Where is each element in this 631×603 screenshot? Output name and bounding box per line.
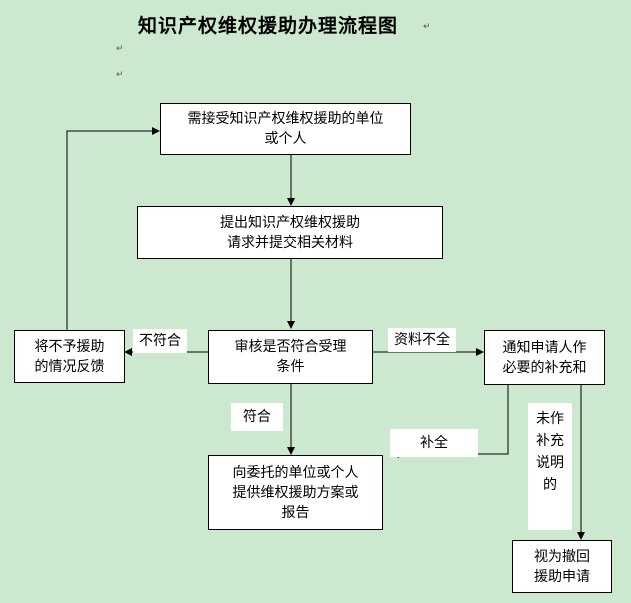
box-reject-feedback: 将不予援助 的情况反馈 <box>14 330 125 383</box>
box-submit-request: 提出知识产权维权援助 请求并提交相关材料 <box>137 206 443 259</box>
label-not-explained: 未作 补充 说明 的 <box>528 403 572 530</box>
box-withdraw-line2: 援助申请 <box>534 568 590 585</box>
paragraph-mark: ↵ <box>116 44 124 54</box>
box-provide-line2: 提供维权援助方案或 <box>232 484 359 501</box>
label-match: 符合 <box>231 403 283 431</box>
page-title: 知识产权维权援助办理流程图 <box>138 15 399 37</box>
label-not-explained-line2: 补充 <box>536 433 564 449</box>
paragraph-mark: ↵ <box>116 70 124 80</box>
label-not-explained-line3: 说明 <box>536 455 564 471</box>
box-submit-line1: 提出知识产权维权援助 <box>220 214 360 231</box>
label-not-match: 不符合 <box>133 329 187 353</box>
box-reject-line2: 的情况反馈 <box>34 358 105 375</box>
box-notify-applicant: 通知申请人作 必要的补充和 <box>484 330 605 385</box>
arrow-reject-to-applicant <box>66 127 160 330</box>
box-review-line2: 条件 <box>276 359 305 375</box>
box-provide-line1: 向委托的单位或个人 <box>232 464 359 481</box>
box-reject-line1: 将不予援助 <box>34 338 105 355</box>
box-provide-line3: 报告 <box>281 504 310 521</box>
label-completed: 补全 <box>390 429 478 457</box>
label-not-explained-line4: 的 <box>543 477 557 493</box>
box-notify-line2: 必要的补充和 <box>502 359 587 376</box>
box-applicant-line1: 需接受知识产权维权援助的单位 <box>187 111 384 127</box>
box-review-line1: 审核是否符合受理 <box>234 339 347 355</box>
paragraph-mark: ↵ <box>423 22 431 32</box>
box-notify-line1: 通知申请人作 <box>502 339 587 356</box>
box-applicant: 需接受知识产权维权援助的单位 或个人 <box>160 103 411 155</box>
box-applicant-line2: 或个人 <box>264 131 307 147</box>
box-withdraw-line1: 视为撤回 <box>534 548 590 565</box>
box-provide-plan: 向委托的单位或个人 提供维权援助方案或 报告 <box>208 455 383 530</box>
box-withdraw: 视为撤回 援助申请 <box>512 540 612 593</box>
box-review: 审核是否符合受理 条件 <box>208 330 373 384</box>
label-incomplete: 资料不全 <box>388 328 456 352</box>
label-not-explained-line1: 未作 <box>536 411 564 427</box>
box-submit-line2: 请求并提交相关材料 <box>227 234 353 251</box>
